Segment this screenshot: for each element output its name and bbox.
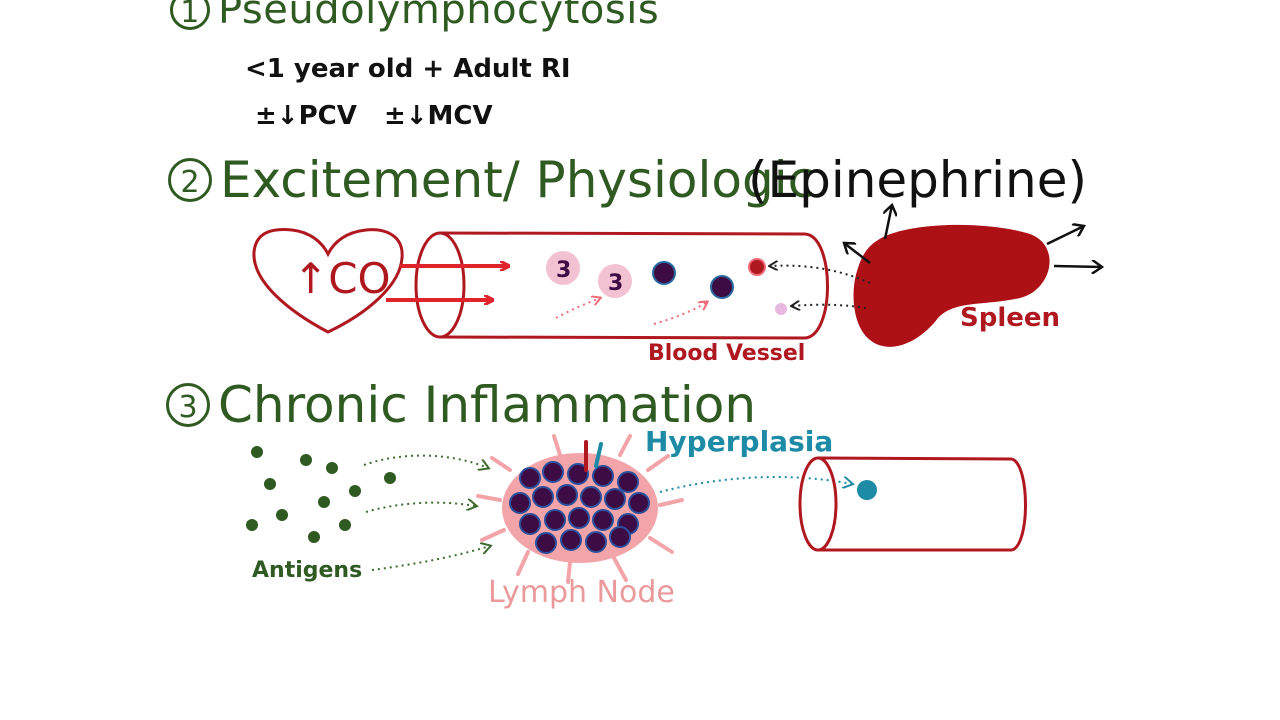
antigens-label: Antigens (252, 558, 363, 583)
antigen-dotted-arrow (363, 454, 488, 468)
antigen-dotted-arrow (365, 503, 476, 513)
increase-mark-blue (594, 442, 603, 468)
lymph-node (476, 434, 684, 584)
section-3-number: 3 (166, 383, 210, 427)
pink-dotted-arrow (555, 298, 600, 319)
section-1-line-1: <1 year old + Adult RI (245, 54, 571, 84)
section-3-heading: 3 Chronic Inflammation (166, 380, 756, 430)
lymphocyte-nucleus: 3 (608, 271, 623, 296)
heart-label: ↑CO (293, 254, 391, 303)
section-2-subtitle: (Epinephrine) (748, 151, 1088, 209)
section-2-number: 2 (168, 158, 212, 202)
antigen-dotted-arrow (371, 546, 490, 571)
section-1-number: 1 (170, 0, 210, 30)
section-2-heading: 2 Excitement/ Physiologic (168, 155, 815, 205)
lymphocyte-cell (710, 275, 734, 299)
lymphocyte-release-arrow (659, 476, 852, 493)
pink-dotted-arrow (653, 302, 707, 325)
antigen-dots (246, 446, 396, 543)
squeeze-arrow (1053, 266, 1102, 267)
section-3-title: Chronic Inflammation (218, 376, 757, 434)
lymph-node-label: Lymph Node (488, 575, 675, 610)
hyperplasia-label: Hyperplasia (645, 425, 834, 458)
section-1-line-2: ±↓PCV ±↓MCV (255, 101, 493, 131)
squeeze-arrow (1046, 226, 1084, 246)
section-2-title: Excitement/ Physiologic (220, 151, 816, 209)
squeeze-arrow (885, 205, 892, 240)
section-1-title: Pseudolymphocytosis (218, 0, 660, 33)
blood-vessel-section-3 (798, 456, 1027, 552)
lymphocyte-in-vessel (857, 480, 877, 500)
red-blood-cell (748, 258, 766, 276)
spleen-dotted-arrow (792, 305, 867, 308)
spleen-label: Spleen (960, 303, 1061, 333)
squeeze-arrow (844, 243, 871, 264)
section-1-heading: 1 Pseudolymphocytosis (170, 0, 659, 30)
blood-vessel-tube (414, 231, 829, 340)
lymphocyte-nucleus: 3 (556, 258, 571, 283)
spleen-shape (853, 224, 1050, 347)
lymphocyte-cell (652, 261, 676, 285)
blood-vessel-label: Blood Vessel (648, 341, 806, 366)
spleen-dotted-arrow (770, 266, 871, 284)
lymphocyte-cell (546, 251, 580, 285)
lymphocyte-cell (598, 264, 632, 298)
platelet-cell (775, 303, 787, 315)
